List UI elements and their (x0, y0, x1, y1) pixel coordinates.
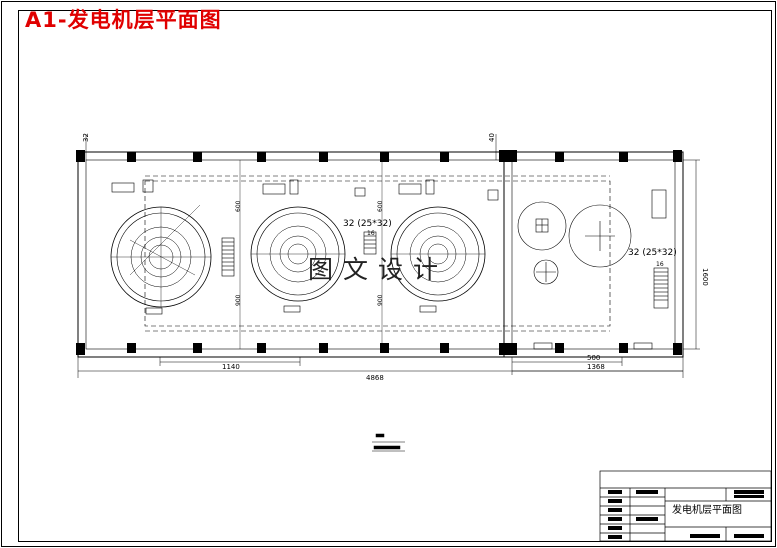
dim-1368: 1368 (587, 363, 605, 371)
columns-bottom (76, 343, 682, 355)
dim-mid-600: 600 (377, 200, 384, 212)
inner-frame (18, 10, 772, 542)
stair-number: 16 (367, 230, 375, 237)
crane-rail-label-2: 32 (25*32) (628, 248, 677, 258)
stair-number-right: 16 (656, 261, 664, 268)
stairs-left (221, 237, 235, 277)
dim-1140: 1140 (222, 363, 240, 371)
dim-500: 500 (587, 354, 600, 362)
drawing-heading: A1-发电机层平面图 (25, 8, 222, 32)
dim-top-mid: 40 (488, 133, 496, 142)
crane-rail-label-1: 32 (25*32) (343, 219, 392, 229)
title-block-fills (608, 490, 764, 539)
stairs-right (653, 267, 669, 309)
generator-unit-1 (110, 204, 212, 308)
dim-4868: 4868 (366, 374, 384, 382)
stairs-center (363, 231, 377, 255)
dimension-lines (77, 134, 700, 378)
dim-left-900: 900 (235, 294, 242, 306)
dim-1600: 1600 (701, 268, 709, 286)
generator-unit-3 (390, 206, 486, 302)
watermark: 图文设计 (308, 255, 449, 284)
right-bay-equipment (517, 201, 632, 285)
title-block (599, 470, 772, 542)
equipment-blocks (111, 179, 667, 350)
dim-top-left: 32 (82, 133, 90, 142)
legend-note (372, 433, 405, 452)
columns-top (76, 150, 682, 162)
generator-unit-2 (250, 206, 346, 302)
title-block-name: 发电机层平面图 (672, 505, 742, 516)
dim-mid-900: 900 (377, 294, 384, 306)
dim-left-600: 600 (235, 200, 242, 212)
